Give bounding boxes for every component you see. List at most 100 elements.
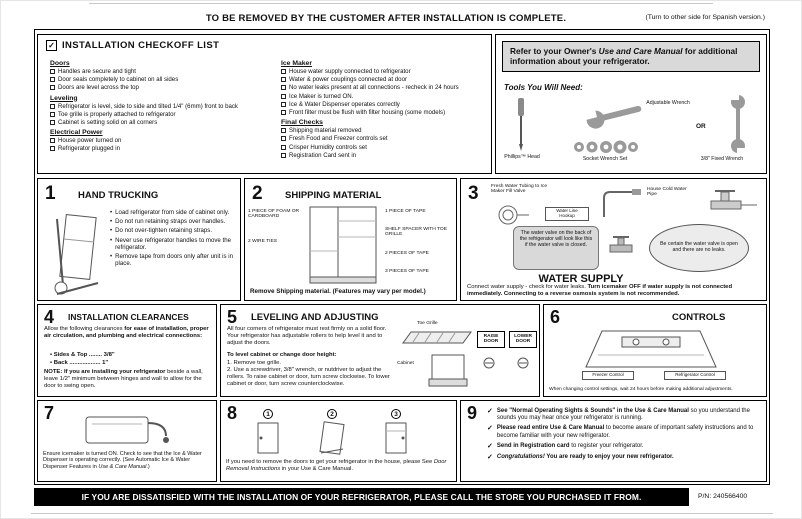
door-illustration	[385, 422, 407, 454]
checkbox-icon	[50, 119, 55, 125]
bullet-text: Load refrigerator from side of cabinet o…	[115, 209, 230, 216]
check-icon: ✓	[487, 442, 493, 450]
final-note-item: ✓ Please read entire Use & Care Manual t…	[487, 425, 761, 439]
refrigerator-shipping-illustration	[309, 206, 377, 284]
reference-manual-name: Use and Care Manual	[598, 46, 683, 56]
checkoff-item: Shipping material removed	[281, 127, 487, 134]
sheet-border	[34, 29, 770, 485]
fixed-wrench-icon	[731, 93, 746, 155]
adjustable-wrench-label: Adjustable Wrench	[646, 100, 690, 106]
checkoff-heading-final-checks: Final Checks	[281, 119, 323, 127]
water-supply-body: Connect water supply - check for water l…	[467, 284, 761, 298]
section-number: 8	[227, 403, 238, 423]
checkoff-heading-electrical: Electrical Power	[50, 129, 103, 137]
water-tubing-label: Fresh Water Tubing to Ice Maker Fill Val…	[491, 184, 548, 195]
bullet-text: Never use refrigerator handles to move t…	[115, 236, 231, 251]
checkbox-icon	[281, 109, 286, 115]
door-removal-end: in your Use & Care Manual.	[280, 465, 353, 472]
clearances-note-bold: NOTE: If you are installing your refrige…	[44, 369, 166, 375]
checkoff-item: Refrigerator plugged in	[50, 145, 266, 152]
toe-grille-label: Toe Grille	[417, 321, 438, 326]
section-title: SHIPPING MATERIAL	[285, 190, 382, 201]
adjustable-wrench-icon	[582, 105, 642, 129]
section-number: 5	[227, 307, 238, 327]
owners-manual-note: Refer to your Owner's Use and Care Manua…	[502, 41, 760, 72]
checkoff-item: Registration Card sent in	[281, 152, 487, 159]
cabinet-illustration	[428, 354, 468, 387]
section-number: 1	[45, 183, 56, 204]
bullet-text: Do not run retaining straps over handles…	[115, 218, 226, 226]
checkoff-item: House power turned on	[50, 137, 266, 144]
checkbox-icon	[50, 69, 55, 74]
section-icemaker: 7 Ensure icemaker is turned ON. Check to…	[37, 400, 217, 482]
bullet-item: •Never use refrigerator handles to move …	[110, 237, 236, 251]
final-note-item: ✓ Congratulations! You are ready to enjo…	[487, 454, 761, 462]
adjustment-screw-icon	[517, 357, 529, 369]
checkoff-item-label: Shipping material removed	[289, 127, 362, 135]
step-number-badge: 2	[327, 409, 337, 419]
checkbox-icon	[50, 111, 55, 117]
shipping-caption-bold: Remove Shipping material.	[250, 288, 331, 295]
final-note-rest: so you understand the sounds you may hea…	[496, 408, 750, 422]
final-notes-list: ✓ See "Normal Operating Sights & Sounds"…	[487, 408, 761, 466]
final-note-text: See "Normal Operating Sights & Sounds" i…	[497, 408, 761, 422]
section-title: LEVELING AND ADJUSTING	[251, 312, 379, 323]
water-valve-icon	[609, 236, 633, 253]
door-removal-step: 2	[319, 409, 345, 455]
clearances-intro-text: Allow the following clearances	[44, 326, 125, 332]
checkoff-item-label: Doors are level across the top	[58, 84, 139, 92]
checkoff-item-label: Toe grille is properly attached to refri…	[58, 110, 176, 118]
section-controls: 6 CONTROLS Freezer Control Refrigerator …	[543, 304, 767, 397]
door-removal-caption: If you need to remove the doors to get y…	[226, 459, 451, 473]
checkoff-item: No water leaks present at all connection…	[281, 84, 487, 91]
checkoff-item-label: Refrigerator is level, side to side and …	[58, 102, 238, 110]
checkoff-item: Toe grille is properly attached to refri…	[50, 111, 266, 118]
icemaker-caption-end: .)	[146, 463, 150, 470]
water-supply-title: WATER SUPPLY	[538, 273, 624, 285]
tools-area: Tools You Will Need: Phillips™ Head Sock…	[496, 83, 766, 173]
icemaker-caption-text: Ensure icemaker is turned ON. Check to s…	[43, 451, 202, 470]
reference-text: Refer to your Owner's	[510, 46, 599, 56]
bullet-item: •Do not run retaining straps over handle…	[110, 218, 236, 225]
clearances-intro-bold: for ease of installation, proper air cir…	[44, 326, 209, 339]
checkoff-title: INSTALLATION CHECKOFF LIST	[62, 40, 220, 51]
phillips-head-label: Phillips™ Head	[504, 154, 540, 160]
checkoff-header: ✓ INSTALLATION CHECKOFF LIST	[46, 40, 219, 51]
section-number: 6	[550, 307, 561, 327]
door-illustration	[257, 422, 279, 454]
checkoff-item-label: No water leaks present at all connection…	[289, 84, 459, 92]
clearances-intro: Allow the following clearances for ease …	[44, 326, 212, 340]
final-note-lead: See "Normal Operating Sights & Sounds" i…	[496, 408, 689, 414]
door-removal-instructions-ref: Door Removal Instructions	[226, 459, 447, 472]
section-number: 3	[468, 183, 479, 204]
hand-trucking-bullets: •Load refrigerator from side of cabinet …	[110, 209, 236, 269]
section-water-supply: 3 Fresh Water Tubing to Ice Maker Fill V…	[460, 178, 767, 301]
checkoff-item: Crisper Humidity controls set	[281, 144, 487, 151]
section-title: CONTROLS	[672, 312, 726, 323]
scan-artifact-bottom	[31, 513, 773, 514]
final-note-lead: Congratulations!	[496, 454, 545, 461]
house-pipe-label: House Cold Water Pipe	[647, 187, 687, 198]
adjustment-screw-icon	[483, 357, 495, 369]
bullet-dot: •	[110, 252, 113, 260]
step-number-badge: 3	[391, 409, 401, 419]
shipping-label-shelf-spacer: SHELF SPACER WITH TOE GRILLE	[385, 227, 447, 238]
checkoff-item: Ice Maker is turned ON.	[281, 93, 487, 100]
toe-grille-illustration	[402, 331, 472, 344]
checkoff-item-label: Registration Card sent in	[289, 151, 357, 159]
checkbox-icon	[281, 77, 286, 83]
section-hand-trucking: 1 HAND TRUCKING •Load refrigerator from …	[37, 178, 241, 301]
section-leveling-adjusting: 5 LEVELING AND ADJUSTING All four corner…	[220, 304, 540, 397]
door-illustration	[319, 421, 345, 455]
final-note-lead: Send in Registration card	[496, 442, 570, 449]
checkoff-item: Front filter must be flush with filter h…	[281, 109, 487, 116]
section-shipping-material: 2 SHIPPING MATERIAL 1 PIECE OF FOAM OR C…	[244, 178, 457, 301]
bullet-dot: •	[110, 209, 113, 216]
checkoff-right-column: Ice Maker House water supply connected t…	[281, 57, 487, 160]
leveling-intro: All four corners of refrigerator must re…	[227, 326, 387, 346]
cabinet-label: Cabinet	[397, 361, 414, 366]
checkoff-item: Water & power couplings connected at doo…	[281, 76, 487, 83]
leveling-step-1: 1. Remove toe grille.	[227, 360, 282, 366]
checkoff-item: Refrigerator is level, side to side and …	[50, 103, 266, 110]
leveling-step-2: 2. Use a screwdriver, 3/8" wrench, or nu…	[227, 367, 390, 387]
